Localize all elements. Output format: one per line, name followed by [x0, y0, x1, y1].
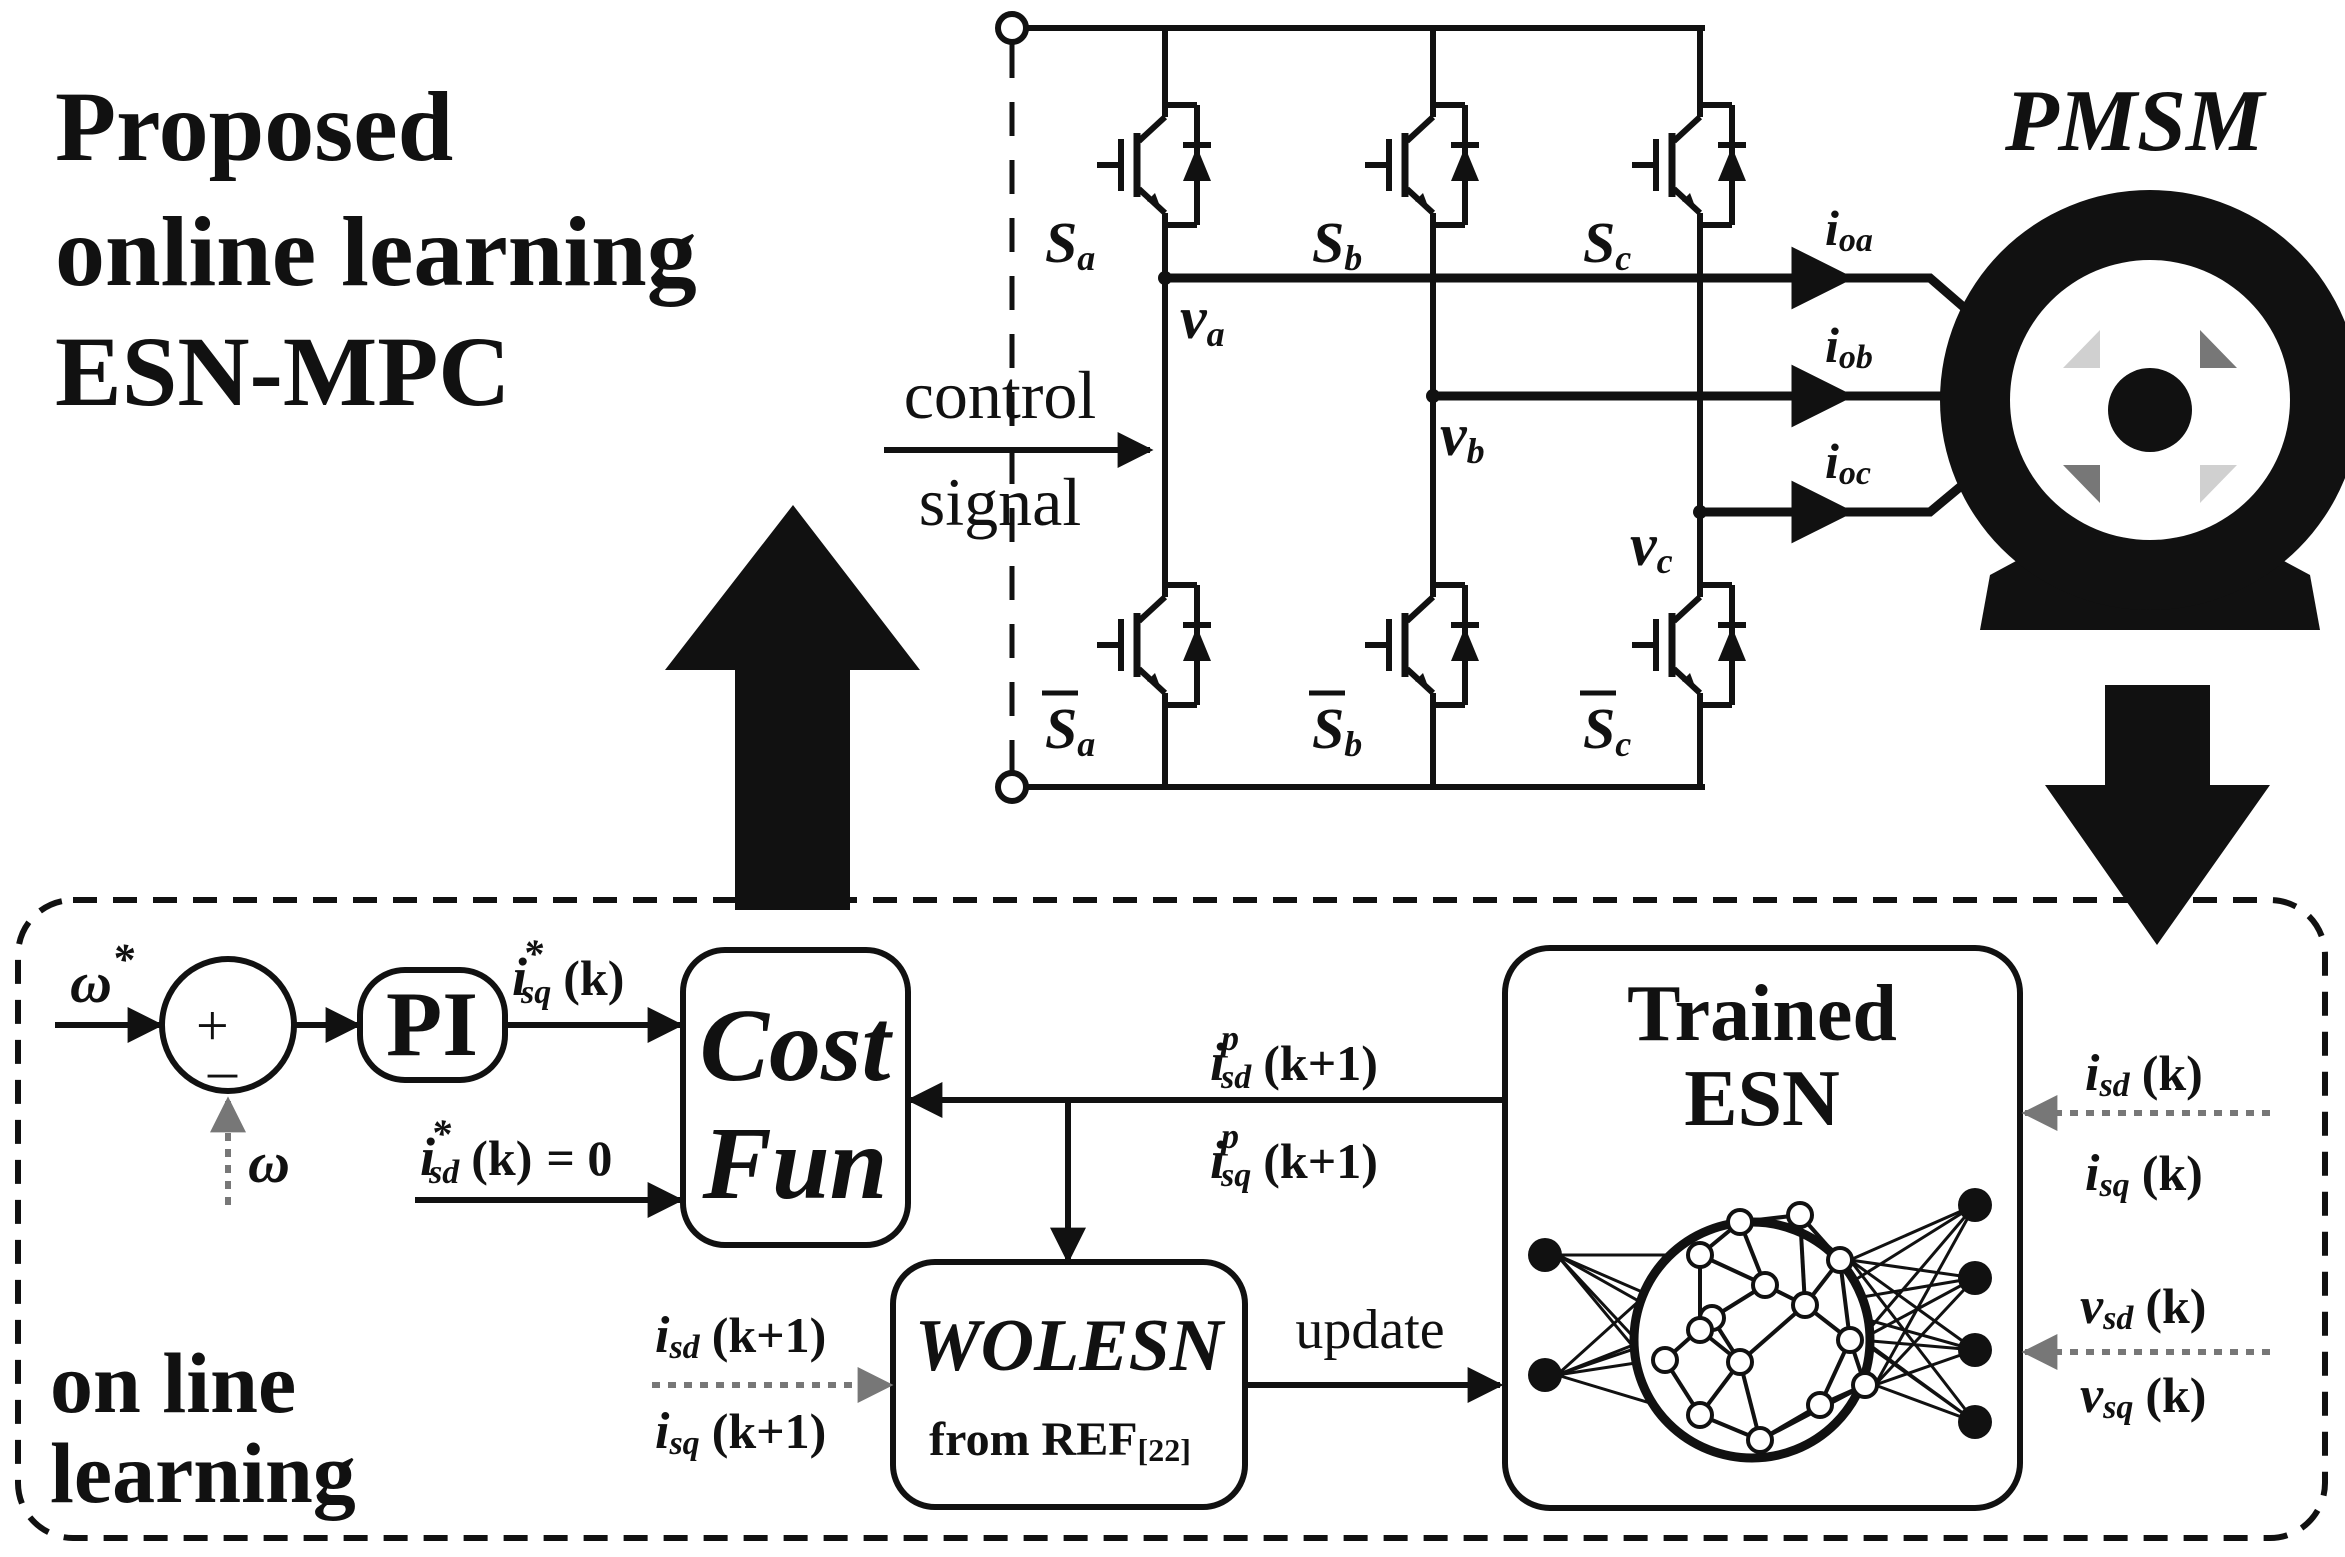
- isq-ref-label: i*sq(k): [512, 931, 624, 1011]
- dc-link: [995, 11, 1705, 804]
- switch-upper-b: [1365, 80, 1479, 250]
- dc-terminal-negative: [995, 770, 1029, 804]
- cost-fun-line-1: Cost: [700, 988, 894, 1103]
- esn-input-vsd: vsd(k): [2080, 1278, 2206, 1337]
- phase-current-labels: ioa iob ioc: [1825, 200, 1873, 492]
- title-line-1: Proposed: [55, 71, 453, 182]
- switch-labels: Sa Sb Sc Sa Sb Sc: [1042, 210, 1631, 764]
- control-signal-line-1: control: [904, 357, 1097, 433]
- wolesn-subtitle: from REF[22]: [929, 1413, 1191, 1468]
- current-label-c: ioc: [1825, 433, 1871, 492]
- current-label-a: ioa: [1825, 200, 1873, 259]
- title-line-3: ESN-MPC: [55, 316, 511, 427]
- online-label-line-2: learning: [50, 1425, 356, 1521]
- control-signal-line-2: signal: [919, 464, 1081, 540]
- speed-feedback-label: ω: [248, 1130, 290, 1195]
- esn-label-line-1: Trained: [1627, 970, 1897, 1058]
- update-label: update: [1295, 1299, 1444, 1361]
- figure-title: Proposed online learning ESN-MPC: [55, 71, 697, 427]
- switch-upper-a: [1097, 80, 1211, 250]
- esn-input-isq: isq(k): [2085, 1145, 2203, 1204]
- wolesn-title: WOLESN: [915, 1305, 1226, 1387]
- isd-ref-label: i*sd(k)= 0: [420, 1111, 612, 1191]
- title-line-2: online learning: [55, 196, 697, 307]
- sum-plus-sign: +: [196, 993, 229, 1058]
- switch-label-upper-b: Sb: [1312, 210, 1362, 278]
- online-label-line-1: on line: [50, 1335, 296, 1431]
- switch-label-lower-b: Sb: [1312, 696, 1362, 764]
- voltage-label-b: vb: [1440, 402, 1485, 471]
- switch-label-lower-c: Sc: [1583, 696, 1631, 764]
- esn-inputs: isd(k) isq(k) vsd(k) vsq(k): [2021, 1045, 2270, 1426]
- pmsm-motor: PMSM: [1940, 73, 2345, 630]
- esn-input-vsq: vsq(k): [2080, 1367, 2206, 1426]
- voltage-label-a: va: [1180, 285, 1225, 354]
- pi-label: PI: [386, 973, 478, 1075]
- switch-lower-b: [1365, 560, 1479, 730]
- cost-fun-line-2: Fun: [701, 1106, 887, 1221]
- rotor-icon: [2108, 368, 2192, 452]
- switch-label-upper-c: Sc: [1583, 210, 1631, 278]
- wolesn-input-isq: isq(k+1): [655, 1403, 826, 1462]
- voltage-label-c: vc: [1630, 512, 1673, 581]
- switch-label-upper-a: Sa: [1045, 210, 1095, 278]
- speed-loop: ω* + _ ω PI i*sq(k) i*sd(k)= 0: [55, 931, 684, 1218]
- measurement-block-arrow: [2045, 685, 2270, 945]
- esn-input-isd: isd(k): [2085, 1045, 2203, 1104]
- speed-ref-label: ω*: [70, 935, 135, 1015]
- phase-voltage-labels: va vb vc: [1180, 285, 1673, 581]
- switch-label-lower-a: Sa: [1045, 696, 1095, 764]
- inverter-legs: [1162, 28, 1703, 787]
- phase-wires: [1158, 246, 1993, 544]
- esn-label-line-2: ESN: [1684, 1055, 1840, 1143]
- switch-lower-a: [1097, 560, 1211, 730]
- control-block-arrow: [665, 505, 920, 910]
- control-signal: control signal: [884, 357, 1154, 540]
- motor-label: PMSM: [2004, 73, 2267, 170]
- online-learning-region: [15, 897, 2328, 1541]
- dc-terminal-positive: [995, 11, 1029, 45]
- sum-minus-sign: _: [207, 1018, 238, 1083]
- current-label-b: iob: [1825, 317, 1873, 376]
- switch-upper-c: [1632, 80, 1746, 250]
- switch-lower-c: [1632, 560, 1746, 730]
- esn-network-icon: [1528, 1188, 1992, 1463]
- wolesn-input-isd: isd(k+1): [655, 1307, 826, 1366]
